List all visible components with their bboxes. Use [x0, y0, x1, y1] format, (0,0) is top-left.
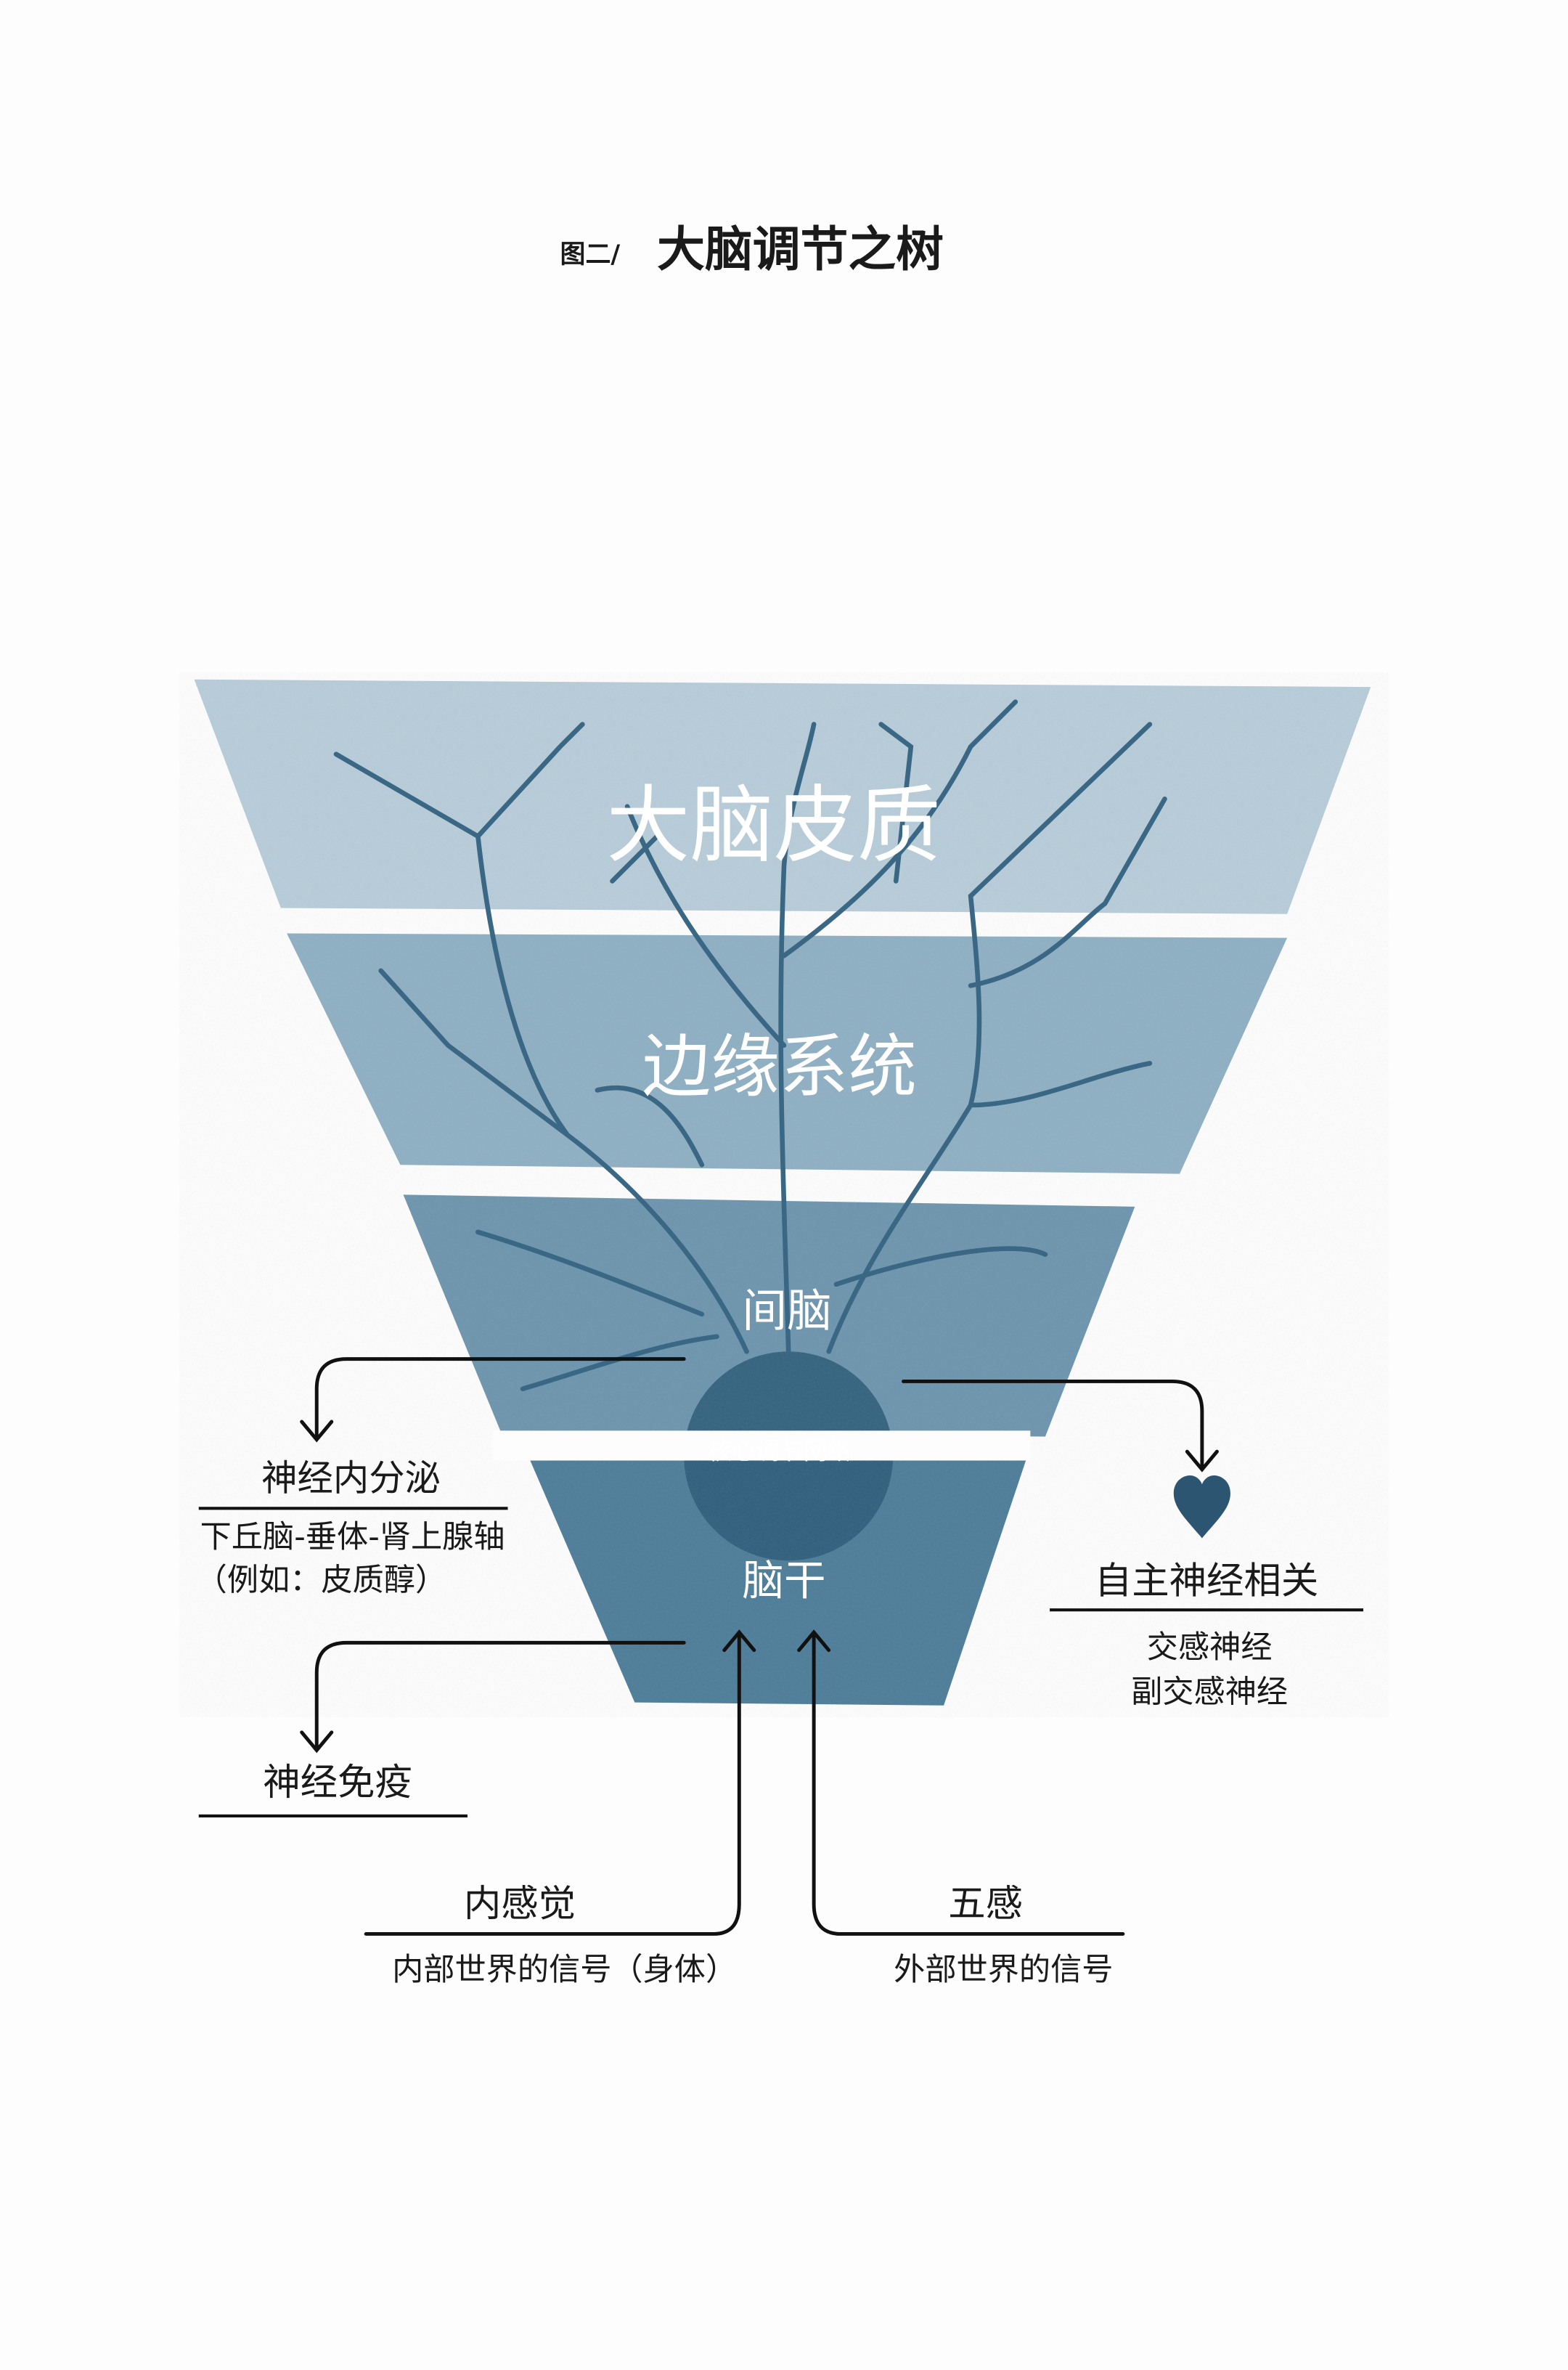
figure-number: 图二/ [560, 240, 620, 269]
five-senses-input: 五感 外部世界的信号 [894, 1882, 1113, 1988]
arrows [300, 1357, 1219, 1936]
arrow-to-immune [314, 1640, 686, 1749]
heart-icon [1173, 1475, 1230, 1539]
immune-title: 神经免疫 [263, 1761, 412, 1804]
core-network-label: 核心调节网络 [708, 1436, 851, 1465]
diencephalon-label: 间脑 [742, 1284, 831, 1337]
interoception-sub: 内部世界的信号（身体） [392, 1952, 737, 1988]
arrow-head [722, 1629, 756, 1653]
cortex-label: 大脑皮质 [606, 777, 941, 874]
interoception-input: 内感觉 内部世界的信号（身体） [392, 1882, 737, 1988]
figure-title-text: 大脑调节之树 [657, 221, 944, 277]
arrow-to-autonomic [902, 1379, 1204, 1469]
five-senses-sub: 外部世界的信号 [894, 1952, 1113, 1988]
arrow-from-interoception [364, 1633, 741, 1936]
arrow-head [300, 1420, 334, 1443]
endocrine-example: （例如：皮质醇） [196, 1562, 447, 1598]
endocrine-title: 神经内分泌 [261, 1457, 441, 1499]
interoception-title: 内感觉 [464, 1882, 576, 1926]
arrow-from-five-senses [812, 1633, 1125, 1936]
layer-gap [492, 1430, 1031, 1461]
tree-branches [333, 699, 1167, 1392]
autonomic-output: 自主神经相关 交感神经 副交感神经 [1050, 1560, 1364, 1711]
arrow-head [1185, 1449, 1219, 1473]
brainstem-label: 脑干 [742, 1557, 825, 1605]
sympathetic-label: 交感神经 [1147, 1629, 1273, 1666]
arrow-to-endocrine [314, 1357, 686, 1439]
endocrine-axis: 下丘脑-垂体-肾上腺轴 [200, 1519, 505, 1555]
endocrine-output: 神经内分泌 下丘脑-垂体-肾上腺轴 （例如：皮质醇） [196, 1457, 508, 1598]
five-senses-title: 五感 [948, 1882, 1023, 1926]
arrow-head [300, 1730, 334, 1754]
arrow-head [797, 1629, 831, 1653]
parasympathetic-label: 副交感神经 [1131, 1674, 1288, 1711]
limbic-label: 边缘系统 [642, 1027, 917, 1107]
autonomic-title: 自主神经相关 [1095, 1560, 1318, 1603]
figure-title: 图二/ 大脑调节之树 [560, 221, 943, 277]
immune-output: 神经免疫 [198, 1761, 467, 1818]
